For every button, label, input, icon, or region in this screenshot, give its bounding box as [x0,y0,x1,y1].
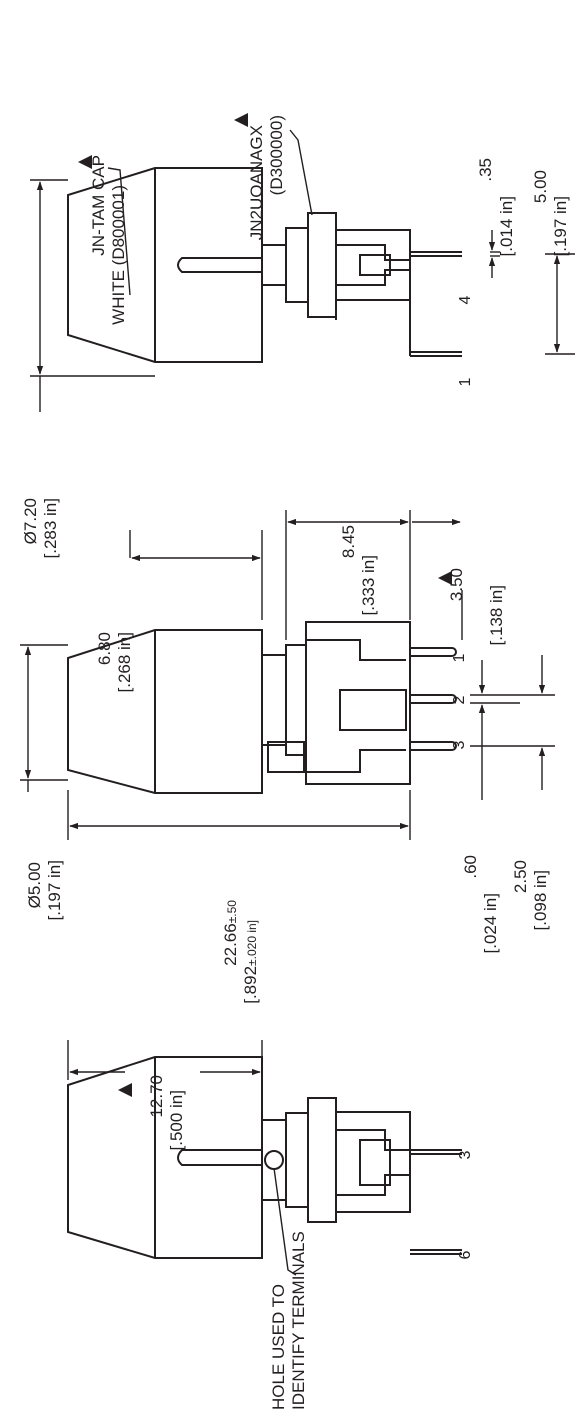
total-length-in: [.500 in] [167,1090,186,1151]
hole-label-line1: HOLE USED TO [269,1284,288,1410]
terminal-label: 2 [451,695,468,704]
pitch-mm: 2.50 [511,860,530,893]
pin-thickness-in: [.014 in] [497,196,516,257]
warning-triangle-icon [118,1083,132,1097]
pin-width-mm: .60 [461,855,480,879]
terminal-label: 1 [457,377,474,386]
switch-part-label: JN2UOANAGX [247,125,266,240]
overall-in-value: [.892 [241,966,260,1004]
warning-triangle-icon [438,571,452,585]
front-view-terminals-1-2-3 [67,621,457,794]
terminal-label: 3 [451,740,468,749]
side-view-terminals-6-3 [67,1056,462,1259]
switch-code-label: (D300000) [267,115,286,195]
overall-in-tolerance: ±.020 in] [245,920,259,966]
pin-length-in: [.138 in] [487,585,506,646]
terminal-label: 1 [451,653,468,662]
warning-triangle-icon [234,113,248,127]
cap-name-label: JN-TAM CAP [89,155,108,256]
row-spacing-mm: 5.00 [531,170,550,203]
overall-mm-tolerance: ±.50 [225,900,239,924]
overall-length-mm: 22.66±.50 [221,900,240,966]
terminal-label: 3 [457,1150,474,1159]
annotation-text: JN-TAM CAP WHITE (D800001) JN2UOANAGX (D… [21,113,570,1410]
top-diameter-mm: Ø5.00 [25,862,44,908]
side-view-terminals-1-4 [67,167,462,363]
dimension-lines [20,129,575,1276]
top-diameter-in: [.197 in] [45,860,64,921]
pin-thickness-mm: .35 [476,158,495,182]
overall-mm-value: 22.66 [221,923,240,966]
terminal-label: 4 [457,295,474,304]
pin-length-mm: 3.50 [447,568,466,601]
pin-width-in: [.024 in] [481,893,500,954]
total-length-mm: 12.70 [147,1075,166,1118]
cap-diameter-mm: Ø7.20 [21,498,40,544]
cap-length-in: [.268 in] [115,632,134,693]
body-length-in: [.333 in] [359,555,378,616]
pitch-in: [.098 in] [531,870,550,931]
body-length-mm: 8.45 [339,525,358,558]
cap-length-mm: 6.80 [95,632,114,665]
warning-triangle-icon [78,155,92,169]
row-spacing-in: [.197 in] [551,196,570,257]
cap-color-label: WHITE (D800001) [109,185,128,325]
overall-length-in: [.892±.020 in] [241,920,260,1004]
terminal-label: 6 [457,1250,474,1259]
cap-diameter-in: [.283 in] [41,498,60,559]
hole-label-line2: IDENTIFY TERMINALS [289,1231,308,1410]
